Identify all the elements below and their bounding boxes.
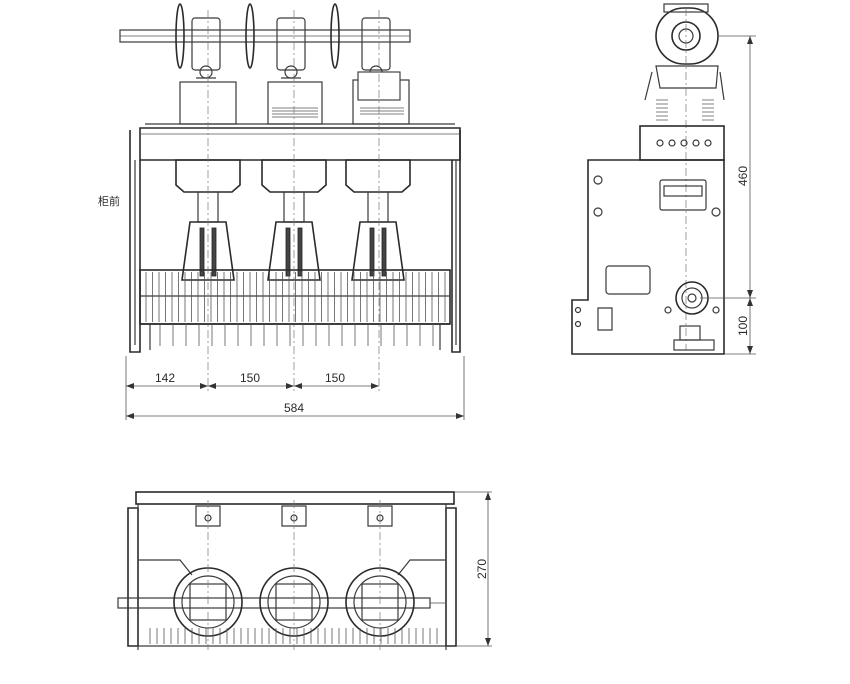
pole-housings [175,159,411,281]
dim-lower-height: 100 [736,316,750,336]
dim-overall-width: 584 [284,401,304,415]
operating-shaft [119,3,411,79]
dim-height: 460 [736,166,750,186]
top-dimensions: 270 [454,491,492,647]
front-view: 柜前 142 150 150 584 [98,3,465,420]
dim-pitch-mid: 150 [240,371,260,385]
side-upper-block [639,125,725,161]
side-main-plate [571,159,725,355]
top-brackets [195,505,393,527]
front-side-label: 柜前 [98,194,120,208]
dim-pitch-right: 150 [325,371,345,385]
dim-pitch-left: 142 [155,371,175,385]
upper-terminal-boxes [179,71,410,125]
phase-centerlines [207,10,380,392]
shaft-end-drum [655,3,719,65]
side-dimensions: 460 100 [736,36,753,354]
side-mechanism [644,8,725,350]
front-dimensions: 142 150 150 584 [125,356,465,420]
cooling-fin-bank [139,269,451,350]
dim-depth: 270 [475,559,489,579]
frame-top-plate [139,123,461,161]
top-view: 270 [117,491,492,650]
side-view: 460 100 [571,3,756,355]
side-frames [129,130,461,353]
